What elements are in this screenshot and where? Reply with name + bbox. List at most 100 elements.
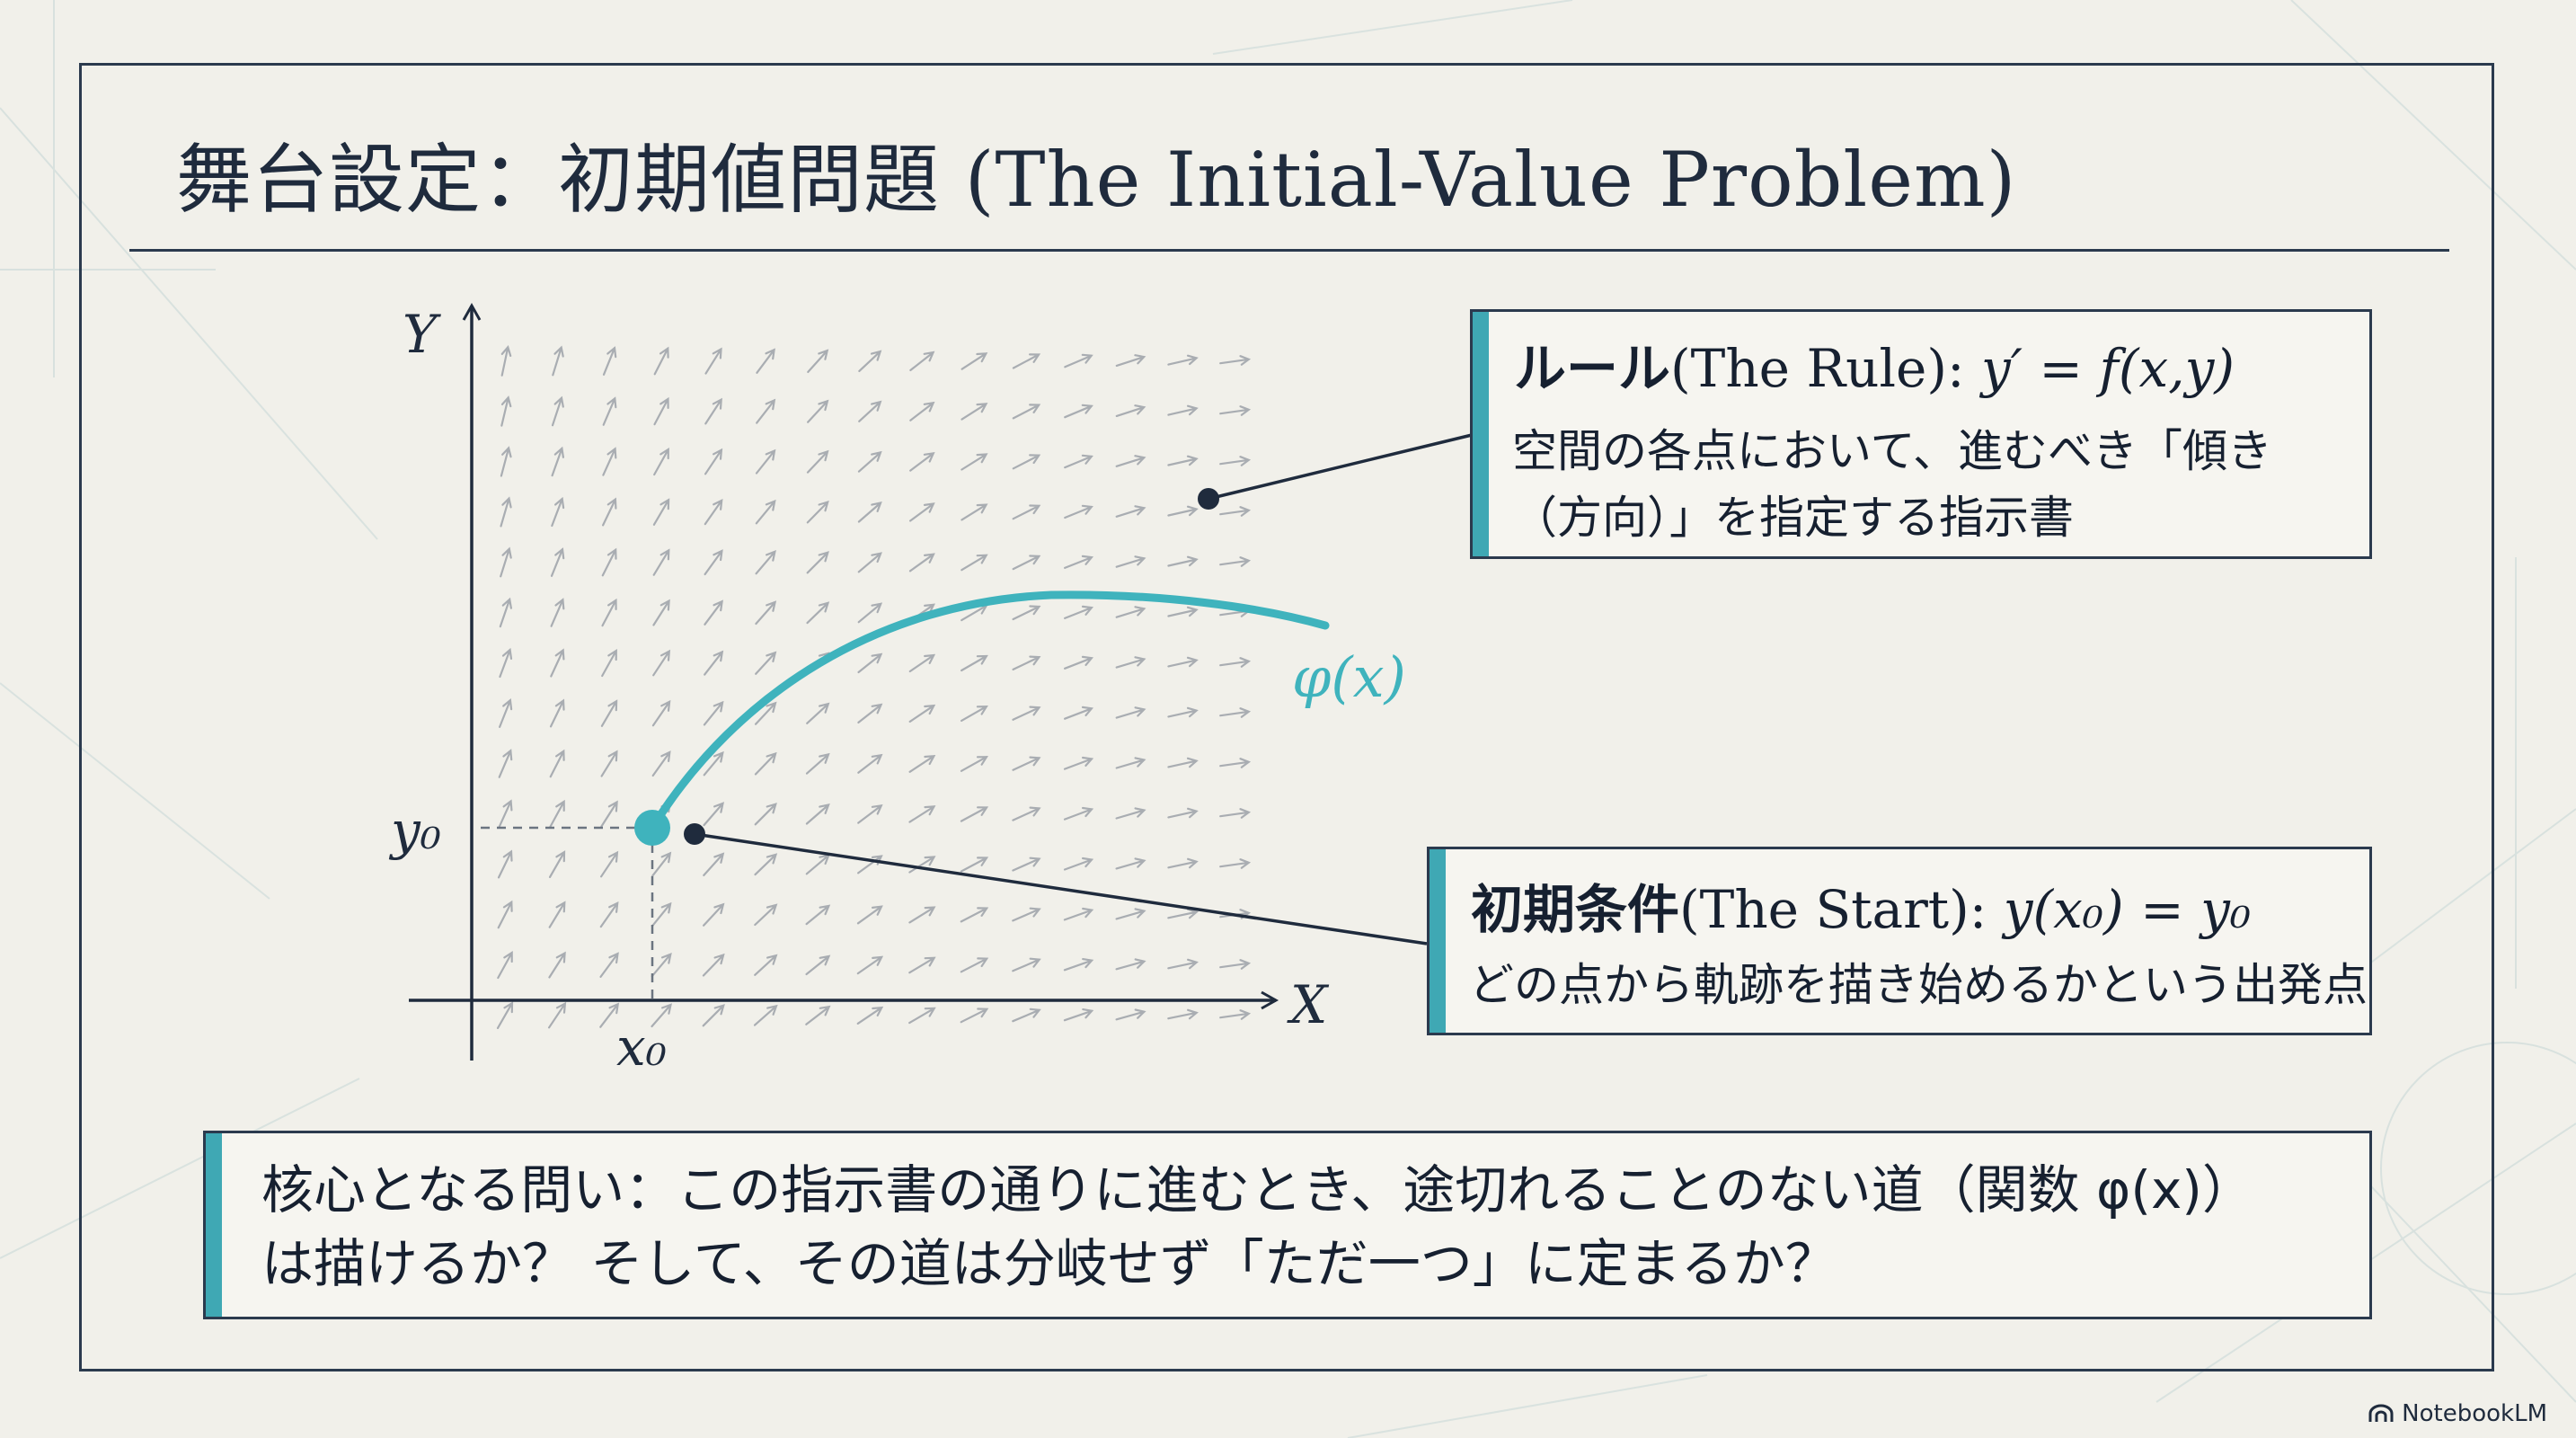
slope-arrow	[908, 805, 936, 823]
slope-arrow	[602, 396, 617, 426]
slope-arrow	[1064, 353, 1093, 368]
slope-arrow	[548, 1001, 567, 1029]
x-axis-label: X	[1287, 974, 1330, 1035]
slope-arrow	[652, 649, 671, 677]
slope-arrow	[601, 648, 617, 678]
slope-arrow	[1167, 757, 1199, 768]
slope-arrow	[908, 1007, 936, 1025]
slope-arrow	[702, 1004, 725, 1027]
slope-arrow	[1012, 806, 1041, 821]
slope-arrow	[753, 1004, 778, 1026]
slope-arrow	[550, 598, 565, 627]
slope-arrow	[909, 351, 935, 371]
rule-box-heading: ルール(The Rule): y′ = f(x,y)	[1514, 337, 2235, 400]
slope-arrow	[909, 502, 935, 522]
slope-arrow	[1012, 504, 1041, 520]
slope-arrow	[496, 1001, 514, 1029]
slope-arrow	[703, 902, 725, 927]
slope-arrow	[1012, 655, 1041, 670]
slope-arrow	[497, 950, 513, 980]
slope-arrow	[960, 806, 989, 822]
slope-arrow	[704, 650, 724, 676]
brand-name: NotebookLM	[2402, 1400, 2547, 1427]
slope-arrow	[1167, 908, 1199, 919]
slope-arrow	[548, 850, 566, 878]
slope-arrow	[1219, 959, 1252, 970]
slope-arrow	[652, 599, 670, 626]
initial-point	[634, 810, 670, 846]
slope-arrow	[500, 496, 512, 528]
slope-arrow	[500, 345, 512, 377]
slope-arrow	[805, 904, 831, 926]
slope-arrow	[653, 396, 669, 426]
y0-label: y₀	[388, 800, 441, 861]
slope-arrow	[858, 400, 882, 422]
slope-arrow	[908, 704, 936, 723]
slope-arrow	[908, 906, 936, 924]
rule-equation: y′ = f(x,y)	[1980, 338, 2235, 399]
slope-arrow	[703, 852, 725, 876]
core-question-text: 核心となる問い：この指示書の通りに進むとき、途切れることのない道（関数 φ(x)…	[261, 1153, 2254, 1300]
slope-arrow	[500, 546, 512, 578]
slope-arrow	[1063, 1008, 1094, 1022]
slope-arrow	[908, 956, 936, 974]
slope-arrow	[1063, 857, 1094, 871]
slope-arrow	[1115, 908, 1146, 920]
slope-arrow	[754, 751, 777, 776]
x0-label: x₀	[616, 1016, 667, 1078]
slope-arrow	[1063, 806, 1094, 821]
slope-arrow	[908, 653, 936, 673]
slope-arrow	[1167, 857, 1199, 869]
slope-arrow	[602, 497, 617, 527]
slope-arrow	[960, 554, 988, 572]
slope-arrow	[498, 749, 513, 778]
slope-arrow	[1167, 656, 1199, 668]
slope-arrow	[805, 752, 830, 775]
question-box-accent-bar	[206, 1133, 222, 1317]
slope-arrow	[1115, 656, 1146, 669]
slope-arrow	[857, 450, 882, 473]
slope-arrow	[755, 550, 776, 575]
slope-arrow	[497, 849, 513, 879]
slope-arrow	[499, 647, 513, 679]
start-box-accent-bar	[1430, 849, 1446, 1033]
slope-arrow	[550, 648, 565, 678]
slope-arrow	[551, 395, 564, 427]
slope-arrow	[599, 1002, 620, 1028]
slope-arrow	[755, 651, 777, 675]
slope-arrow	[1012, 1007, 1041, 1023]
start-leader-line	[694, 832, 1428, 945]
slope-arrow	[754, 701, 777, 725]
curve-label-phi: φ(x)	[1292, 644, 1406, 710]
slope-arrow	[703, 802, 724, 827]
slope-arrow	[549, 799, 565, 829]
slope-arrow	[704, 499, 723, 526]
slope-arrow	[908, 553, 935, 573]
slope-arrow	[704, 448, 723, 475]
slope-arrow	[1219, 657, 1252, 668]
brand-watermark: NotebookLM	[2368, 1400, 2547, 1427]
slope-arrow	[1167, 706, 1199, 718]
slope-arrow	[1064, 555, 1094, 569]
slope-arrow	[806, 551, 829, 574]
slope-arrow	[652, 548, 670, 576]
slope-arrow	[806, 702, 830, 724]
slope-arrow	[600, 699, 618, 727]
slope-arrow	[704, 549, 723, 576]
slope-arrow	[857, 602, 883, 624]
slope-arrow	[805, 954, 831, 976]
slope-arrow	[601, 547, 617, 577]
slope-arrow	[600, 750, 618, 777]
slope-arrow	[499, 597, 512, 628]
slope-arrow	[1012, 353, 1041, 369]
slope-arrow	[960, 503, 988, 521]
slope-arrow	[857, 703, 883, 723]
question-line-1: 核心となる問い：この指示書の通りに進むとき、途切れることのない道（関数 φ(x)…	[261, 1159, 2254, 1221]
slope-arrow	[653, 346, 669, 376]
slope-arrow	[1115, 1008, 1146, 1021]
slope-arrow	[551, 496, 565, 528]
start-box-heading: 初期条件(The Start): y(x₀) = y₀	[1471, 878, 2251, 941]
rule-callout-box: ルール(The Rule): y′ = f(x,y) 空間の各点において、進むべ…	[1470, 309, 2372, 559]
slope-arrow	[960, 1007, 989, 1024]
